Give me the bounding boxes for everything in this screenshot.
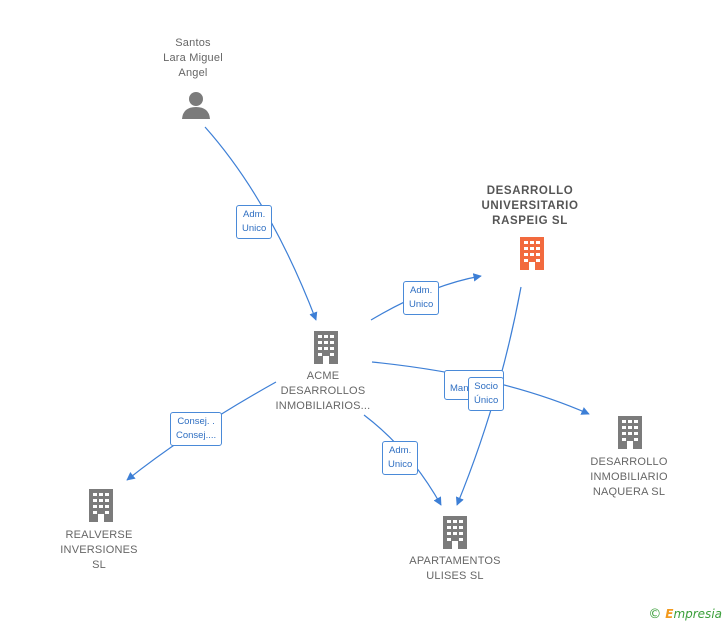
person-node-label[interactable]: Santos Lara Miguel Angel	[143, 36, 243, 81]
realverse-label-line-3: SL	[92, 559, 106, 571]
edge-label-acme-raspeig[interactable]: Adm. Unico	[403, 281, 440, 315]
acme-node-label[interactable]: ACME DESARROLLOS INMOBILIARIOS...	[263, 369, 383, 414]
naquera-building-icon[interactable]	[615, 415, 645, 449]
edge-label-line: Único	[474, 395, 499, 406]
apartamentos-label-line-2: ULISES SL	[426, 570, 484, 582]
apartamentos-building-icon[interactable]	[440, 515, 470, 549]
realverse-label-line-1: REALVERSE	[65, 529, 133, 541]
edge-label-line: Consej....	[176, 430, 217, 441]
person-name-line-2: Lara Miguel	[163, 52, 223, 64]
edge-label-line: Unico	[409, 299, 434, 310]
edge-label-raspeig-apartamentos[interactable]: Socio Único	[468, 377, 505, 411]
edge-label-person-acme[interactable]: Adm. Unico	[236, 205, 273, 239]
person-name-line-3: Angel	[178, 67, 208, 79]
copyright-symbol: ©	[648, 607, 662, 622]
edge-label-line: Adm.	[243, 209, 266, 220]
person-icon[interactable]	[181, 90, 211, 120]
edge-label-line: Manc	[450, 383, 474, 394]
apartamentos-label-line-1: APARTAMENTOS	[409, 555, 501, 567]
realverse-node-label[interactable]: REALVERSE INVERSIONES SL	[44, 528, 154, 573]
edge-label-line: Adm.	[410, 285, 433, 296]
acme-label-line-3: INMOBILIARIOS...	[275, 400, 371, 412]
naquera-label-line-2: INMOBILIARIO	[590, 471, 668, 483]
apartamentos-node-label[interactable]: APARTAMENTOS ULISES SL	[395, 554, 515, 584]
edge-label-line: Consej. .	[177, 416, 215, 427]
raspeig-label-line-1: DESARROLLO	[486, 185, 574, 197]
raspeig-building-icon[interactable]	[517, 236, 547, 270]
edge-label-line: Unico	[388, 459, 413, 470]
naquera-label-line-1: DESARROLLO	[590, 456, 668, 468]
raspeig-label-line-2: UNIVERSITARIO	[481, 200, 579, 212]
empresia-watermark[interactable]: © Empresia	[648, 607, 722, 622]
edge-label-acme-realverse[interactable]: Consej. . Consej....	[170, 412, 223, 446]
edge-label-line: Unico	[242, 223, 267, 234]
person-name-line-1: Santos	[175, 37, 211, 49]
naquera-label-line-3: NAQUERA SL	[592, 486, 666, 498]
edge-label-line: Socio	[474, 381, 499, 392]
raspeig-label-line-3: RASPEIG SL	[492, 215, 568, 227]
realverse-label-line-2: INVERSIONES	[60, 544, 138, 556]
edge-label-acme-apartamentos[interactable]: Adm. Unico	[382, 441, 419, 475]
brand-logo-letter: E	[665, 607, 674, 621]
brand-logo-text: mpresia	[673, 607, 722, 621]
acme-building-icon[interactable]	[311, 330, 341, 364]
edge-label-line: Adm.	[389, 445, 412, 456]
acme-label-line-2: DESARROLLOS	[280, 385, 366, 397]
naquera-node-label[interactable]: DESARROLLO INMOBILIARIO NAQUERA SL	[573, 455, 685, 500]
acme-label-line-1: ACME	[306, 370, 340, 382]
realverse-building-icon[interactable]	[86, 488, 116, 522]
raspeig-node-label[interactable]: DESARROLLO UNIVERSITARIO RASPEIG SL	[460, 184, 600, 229]
